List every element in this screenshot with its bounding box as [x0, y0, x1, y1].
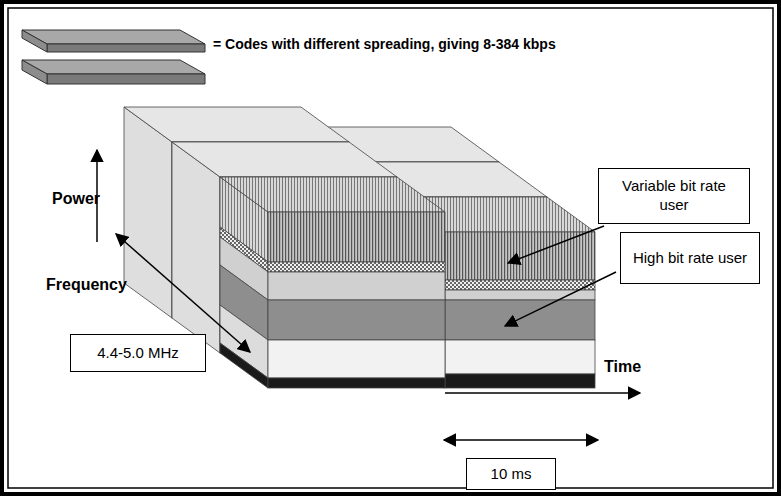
block-band	[268, 212, 445, 262]
block-side	[172, 142, 220, 353]
block-band	[268, 340, 445, 378]
axis-label: Frequency	[46, 276, 127, 294]
block-band	[445, 232, 595, 280]
leader-line	[505, 272, 616, 326]
code-slab-icon	[22, 30, 205, 84]
block-side	[124, 107, 172, 318]
block-band	[445, 290, 595, 300]
block-band	[445, 374, 595, 388]
callout-box: High bit rate user	[620, 232, 760, 284]
block-top	[220, 177, 445, 212]
axis-label: Time	[604, 358, 641, 376]
callout-text: Variable bit rate user	[607, 177, 741, 215]
callout-box: Variable bit rate user	[598, 168, 750, 224]
block-band	[445, 280, 595, 290]
callout-text: 4.4-5.0 MHz	[97, 344, 179, 363]
leader-line	[508, 226, 604, 263]
block-band	[445, 340, 595, 374]
block-band	[268, 262, 445, 272]
block-top	[124, 107, 349, 142]
block-band	[268, 378, 445, 388]
duration-arrow	[444, 439, 598, 441]
callout-box: 4.4-5.0 MHz	[70, 334, 206, 372]
block-top	[172, 142, 397, 177]
callout-box: 10 ms	[466, 458, 556, 490]
axis-label: Power	[52, 190, 100, 208]
inner-frame	[8, 8, 773, 488]
block-side	[220, 343, 268, 388]
legend-text: = Codes with different spreading, giving…	[213, 36, 556, 52]
block-band	[268, 300, 445, 340]
time-axis	[445, 392, 640, 394]
block-band	[445, 300, 595, 340]
callout-text: 10 ms	[491, 465, 532, 484]
callout-text: High bit rate user	[633, 249, 747, 268]
block-band	[268, 272, 445, 300]
